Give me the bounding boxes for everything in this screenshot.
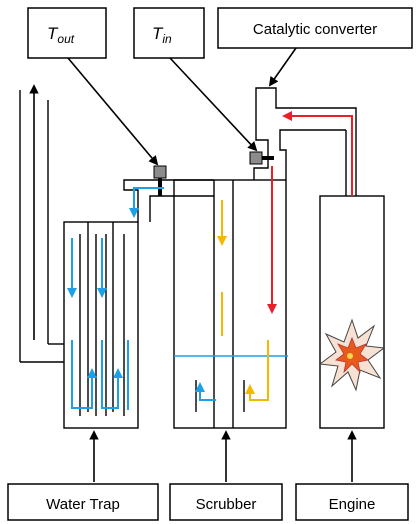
t-out-sensor xyxy=(153,165,167,179)
catalytic-converter xyxy=(253,87,357,196)
t-out-label-box: Tout xyxy=(27,7,107,59)
catalytic-converter-label-box: Catalytic converter xyxy=(217,7,413,49)
t-out-pointer-arrow xyxy=(67,57,159,166)
t-in-subscript: in xyxy=(162,32,172,46)
svg-text:Tout: Tout xyxy=(47,24,75,46)
engine-cylinder xyxy=(319,195,385,429)
t-in-pointer-arrow xyxy=(169,57,258,152)
scrubber-label: Scrubber xyxy=(196,496,257,513)
water-trap-label: Water Trap xyxy=(46,496,120,513)
engine-label: Engine xyxy=(329,496,376,513)
blue-flow-arrow xyxy=(71,340,97,409)
t-in-sensor xyxy=(249,151,263,165)
scrubber-vessel xyxy=(173,179,287,429)
engine-label-box: Engine xyxy=(295,483,409,521)
water-trap-flow xyxy=(67,187,216,410)
engine-exhaust-flow xyxy=(267,111,353,314)
t-in-symbol: T xyxy=(152,24,164,43)
orange-flow-arrow xyxy=(245,340,269,401)
catalytic-converter-label: Catalytic converter xyxy=(253,21,377,38)
water-trap-vessel xyxy=(63,221,139,429)
transfer-pipe xyxy=(123,179,214,222)
t-in-label-box: Tin xyxy=(133,7,205,59)
scrubber-label-box: Scrubber xyxy=(169,483,283,521)
explosion-icon xyxy=(318,318,386,392)
red-flow-arrow xyxy=(282,111,353,196)
blue-flow-arrow xyxy=(195,382,216,401)
scrubber-flow xyxy=(217,200,269,401)
t-in-sensor-probe xyxy=(262,156,274,160)
t-out-symbol: T xyxy=(47,24,59,43)
catalytic-converter-pointer-arrow xyxy=(268,47,297,87)
t-out-subscript: out xyxy=(57,32,74,46)
water-trap-label-box: Water Trap xyxy=(7,483,159,521)
outlet-pipe xyxy=(19,90,64,363)
blue-flow-arrow xyxy=(129,187,164,218)
svg-text:Tin: Tin xyxy=(152,24,172,46)
blue-flow-arrow xyxy=(101,340,123,409)
